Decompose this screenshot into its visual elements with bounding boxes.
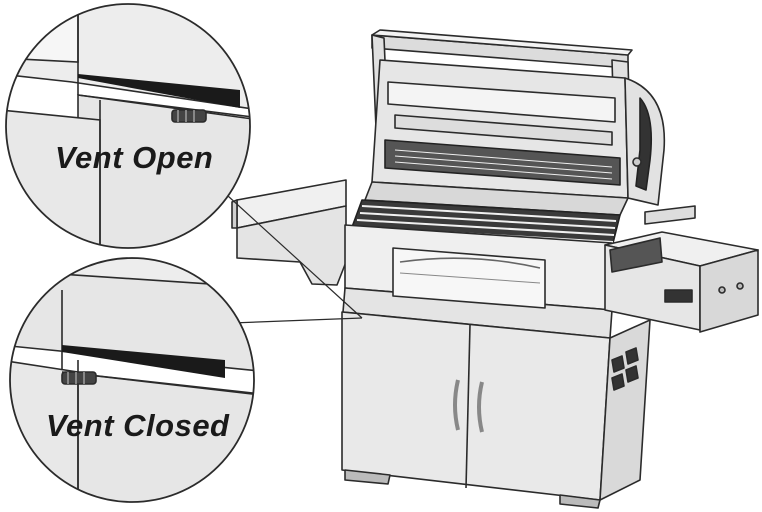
lid [371,59,666,206]
leader-lines [227,195,363,324]
left-side-shelf [231,179,347,286]
vent-knob-open [171,109,207,123]
cart-cabinet [341,311,651,509]
vent-open-callout [5,3,251,249]
right-side-shelf [604,205,759,333]
vent-closed-callout [9,257,255,503]
grill-illustration [231,29,759,509]
vent-open-label: Vent Open [55,140,214,175]
vent-closed-label: Vent Closed [46,408,230,443]
firebox [342,224,613,339]
vent-knob-closed [61,371,97,385]
